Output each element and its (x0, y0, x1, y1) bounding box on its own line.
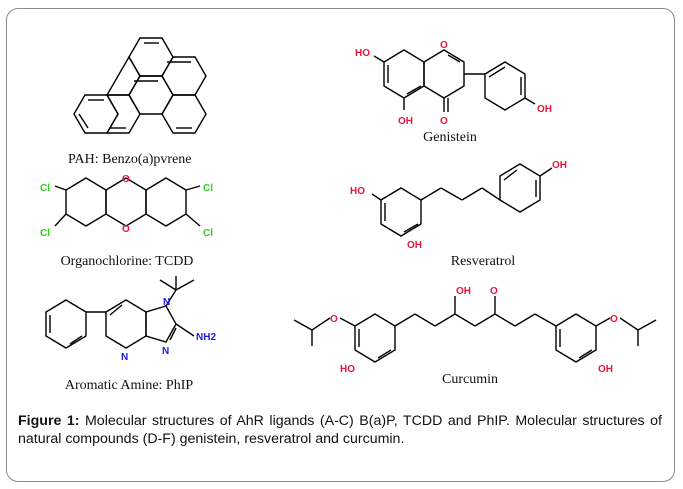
caption-lead: Figure 1: (18, 413, 80, 429)
atom-o-keto: O (490, 286, 498, 297)
atom-o-tcdd-1: O (122, 174, 130, 185)
figure-frame (6, 8, 675, 482)
label-phip: Aromatic Amine: PhIP (64, 378, 194, 393)
atom-o-carbonyl-genistein: O (440, 116, 448, 127)
atom-oh-right: OH (598, 364, 613, 375)
atom-cl-3: Cl (203, 183, 213, 194)
label-tcdd: Organochlorine: TCDD (60, 254, 194, 269)
atom-n-3: N (162, 346, 169, 357)
atom-oh-genistein: OH (398, 116, 413, 127)
label-benzo-a-pyrene: PAH: Benzo(a)pvrene (68, 152, 192, 167)
atom-o-ring-genistein: O (440, 40, 448, 51)
atom-ho-left: HO (340, 364, 355, 375)
atom-oh-phenyl-genistein: OH (537, 104, 552, 115)
label-genistein: Genistein (423, 130, 477, 145)
atom-nh2: NH2 (196, 332, 216, 343)
atom-cl-4: Cl (203, 228, 213, 239)
atom-ho-genistein: HO (355, 48, 370, 59)
label-curcumin: Curcumin (442, 372, 498, 387)
caption-text: Molecular structures of AhR ligands (A-C… (18, 413, 662, 447)
atom-oh-resveratrol-2: OH (407, 240, 422, 251)
atom-cl-2: Cl (40, 228, 50, 239)
atom-oh-resveratrol-1: OH (552, 160, 567, 171)
atom-oh-enol: OH (456, 286, 471, 297)
figure-caption: Figure 1: Molecular structures of AhR li… (18, 413, 662, 448)
atom-cl-1: Cl (40, 183, 50, 194)
label-resveratrol: Resveratrol (450, 254, 516, 269)
atom-o-methoxy-left: O (330, 314, 338, 325)
atom-o-tcdd-2: O (122, 224, 130, 235)
atom-ho-resveratrol: HO (350, 186, 365, 197)
atom-o-methoxy-right: O (610, 314, 618, 325)
atom-n-1: N (163, 297, 170, 308)
atom-n-2: N (121, 352, 128, 363)
